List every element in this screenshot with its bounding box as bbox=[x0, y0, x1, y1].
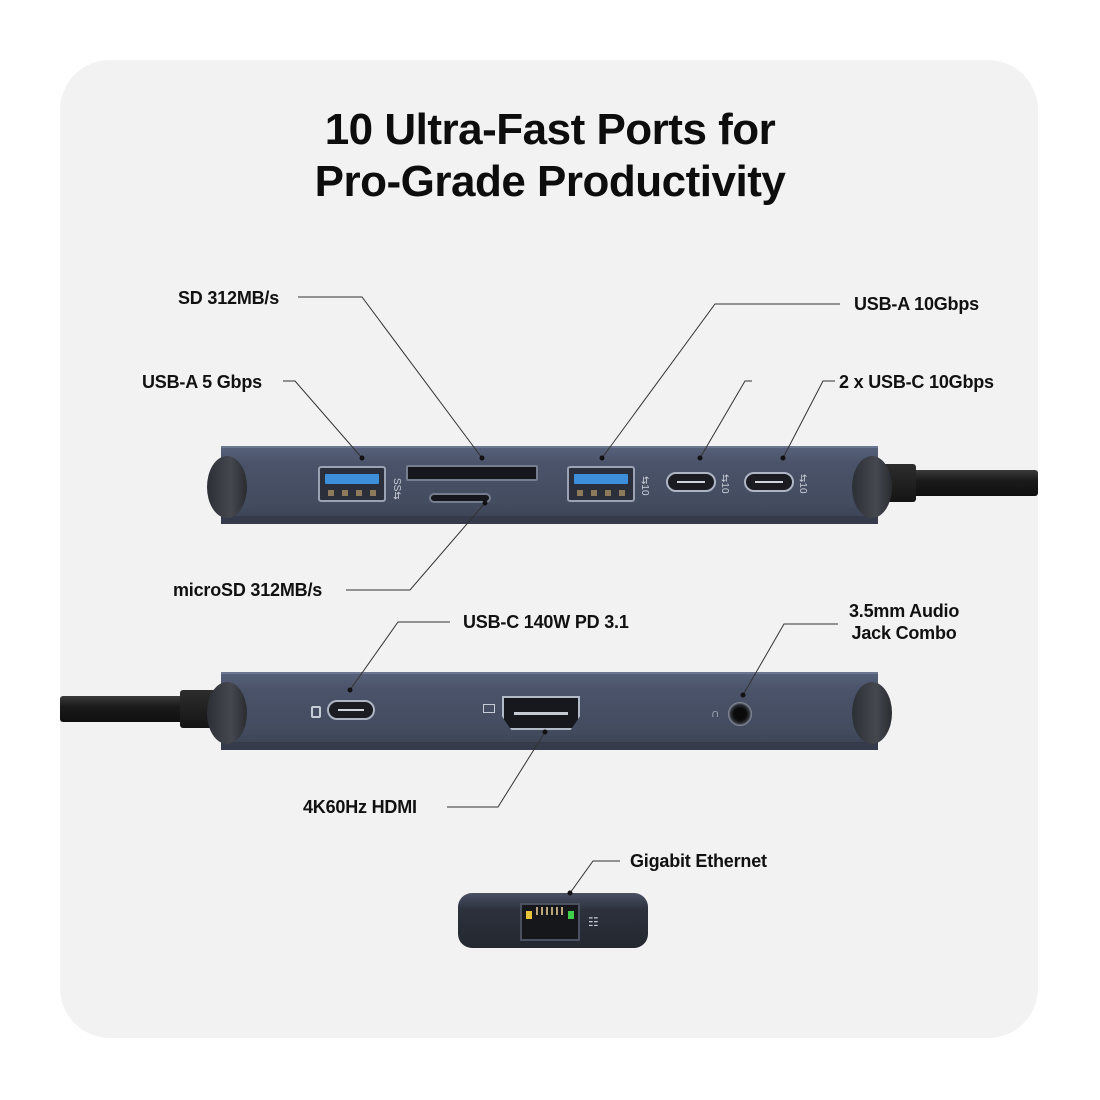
label-hdmi: 4K60Hz HDMI bbox=[303, 797, 417, 817]
network-icon: ☷ bbox=[588, 915, 599, 929]
usb-10-icon: ⇆10 bbox=[719, 474, 730, 494]
led-green bbox=[568, 911, 574, 919]
audio-jack bbox=[728, 702, 752, 726]
power-delivery-icon bbox=[311, 706, 321, 718]
microsd-card-slot bbox=[429, 493, 491, 503]
title-line-1: 10 Ultra-Fast Ports for bbox=[324, 105, 776, 154]
background-card bbox=[60, 60, 1038, 1038]
usb-c-10gbps-port-1 bbox=[666, 472, 716, 492]
usb-a-5gbps-port bbox=[318, 466, 386, 502]
hub-endcap-left bbox=[207, 456, 247, 518]
bottom-cable bbox=[60, 696, 200, 722]
page-title: 10 Ultra-Fast Ports for Pro-Grade Produc… bbox=[0, 104, 1100, 208]
hub-endcap-right bbox=[852, 456, 892, 518]
label-usb-c-10gbps: 2 x USB-C 10Gbps bbox=[839, 372, 994, 392]
label-usb-a-10gbps: USB-A 10Gbps bbox=[854, 294, 979, 314]
usb-a-10gbps-port bbox=[567, 466, 635, 502]
usb-10-icon: ⇆10 bbox=[797, 474, 808, 494]
sd-card-slot bbox=[406, 465, 538, 481]
ethernet-port bbox=[520, 903, 580, 941]
usb-c-pd-port bbox=[327, 700, 375, 720]
hdmi-port bbox=[502, 696, 580, 730]
label-usb-c-pd: USB-C 140W PD 3.1 bbox=[463, 612, 629, 632]
headset-icon: ∩ bbox=[711, 706, 720, 720]
usb-c-10gbps-port-2 bbox=[744, 472, 794, 492]
label-ethernet: Gigabit Ethernet bbox=[630, 851, 767, 871]
label-audio: 3.5mm Audio Jack Combo bbox=[849, 601, 960, 643]
hub-endcap-right bbox=[852, 682, 892, 744]
usb-10-icon: ⇆10 bbox=[639, 476, 650, 496]
label-usb-a-5gbps: USB-A 5 Gbps bbox=[142, 372, 262, 392]
ethernet-module: ☷ bbox=[458, 893, 648, 948]
label-microsd: microSD 312MB/s bbox=[173, 580, 323, 600]
label-sd: SD 312MB/s bbox=[178, 288, 280, 308]
top-cable bbox=[905, 470, 1038, 496]
led-yellow bbox=[526, 911, 532, 919]
monitor-icon bbox=[483, 704, 495, 713]
hub-top-side: SS⇆ ⇆10 ⇆10 ⇆10 bbox=[207, 446, 892, 524]
title-line-2: Pro-Grade Productivity bbox=[314, 157, 786, 206]
superspeed-icon: SS⇆ bbox=[391, 478, 402, 500]
hub-endcap-left bbox=[207, 682, 247, 744]
hub-bottom-side: ∩ bbox=[207, 672, 892, 750]
